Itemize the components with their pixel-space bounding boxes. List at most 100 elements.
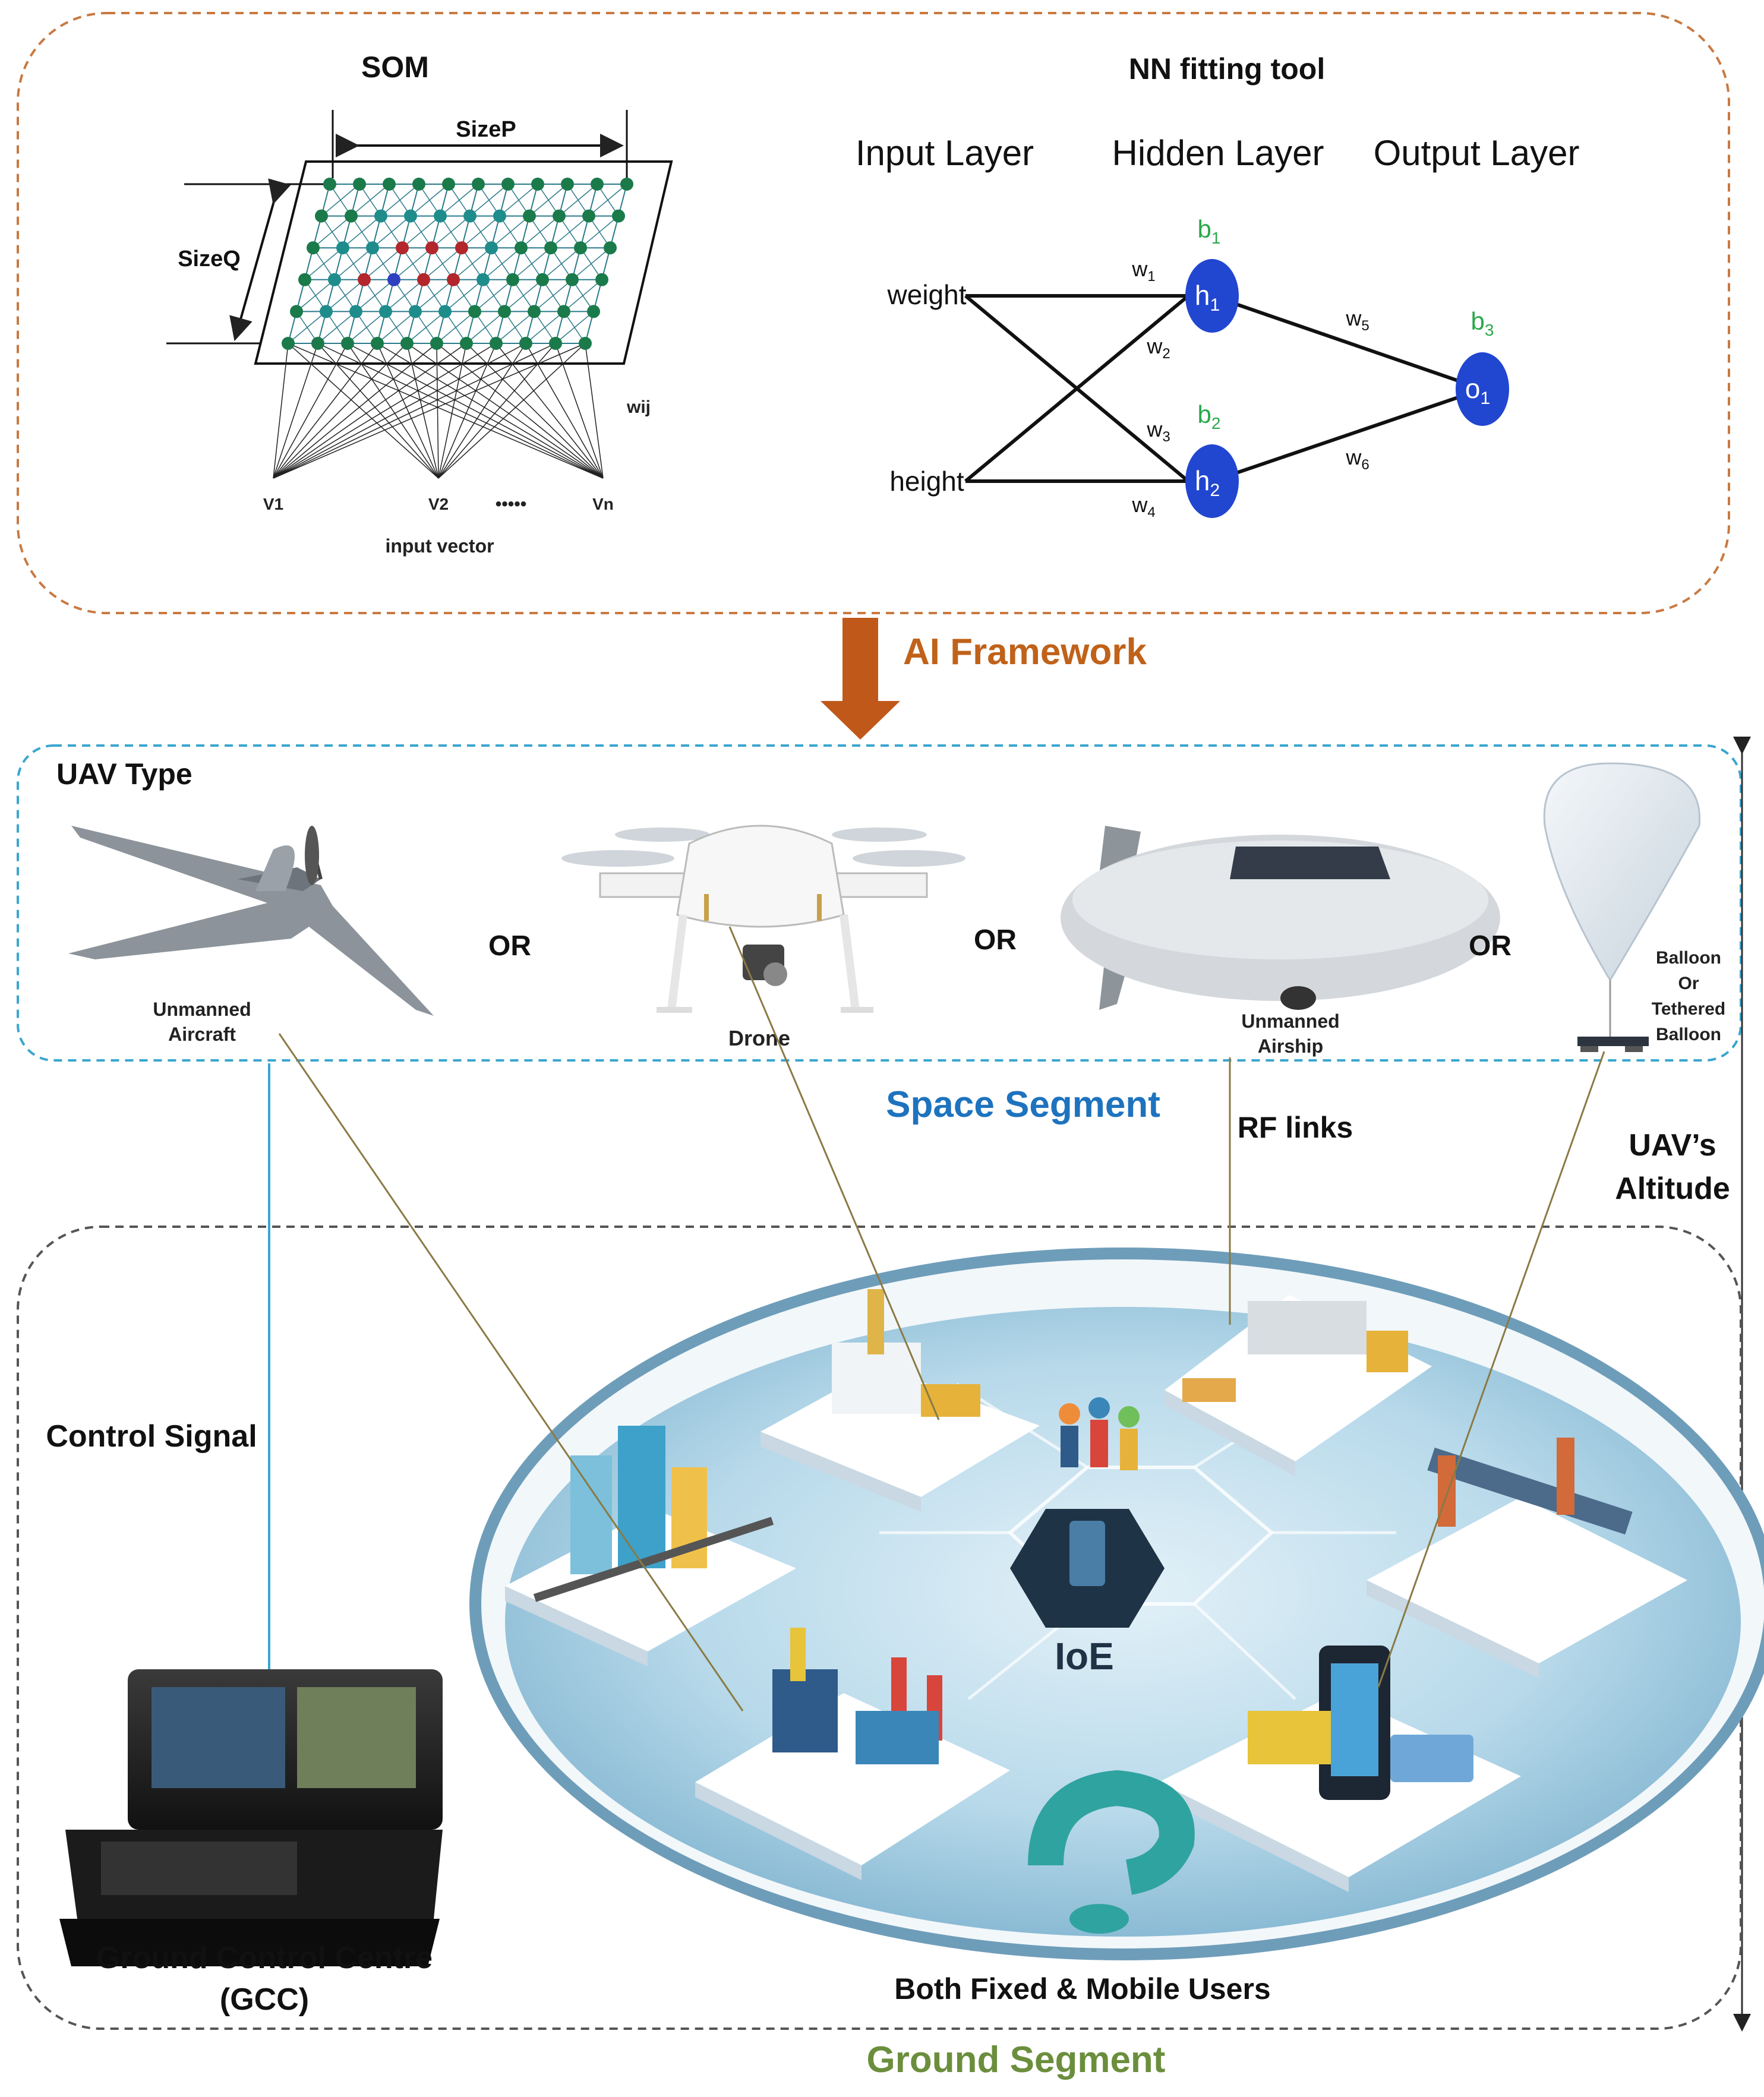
som-link <box>438 343 586 479</box>
nn-b1-sub: 1 <box>1211 229 1221 247</box>
nn-input-layer-label: Input Layer <box>856 133 1034 173</box>
som-link <box>534 279 573 312</box>
space-segment-label: Space Segment <box>886 1084 1160 1125</box>
som-link <box>512 247 551 280</box>
tile-industry <box>695 1628 1010 1880</box>
som-node <box>438 305 452 318</box>
som-node <box>472 178 485 191</box>
nn-b3-label: b <box>1471 307 1485 335</box>
balloon-label-line4: Balloon <box>1656 1025 1721 1044</box>
som-node <box>587 305 600 318</box>
som-node <box>379 305 392 318</box>
som-link <box>347 311 386 344</box>
som-link <box>273 343 437 479</box>
som-node <box>345 209 358 223</box>
som-link <box>550 216 589 248</box>
ioe-label: IoE <box>1055 1635 1114 1678</box>
nn-w3-sub: 3 <box>1162 429 1170 445</box>
som-link <box>385 279 424 312</box>
som-link <box>288 311 327 344</box>
som-link <box>347 343 604 479</box>
som-link <box>313 216 352 248</box>
som-node <box>336 241 349 255</box>
som-node <box>595 273 608 286</box>
som-link <box>469 184 509 217</box>
som-link <box>444 279 484 312</box>
som-link <box>347 343 439 479</box>
nn-input-height: height <box>889 466 964 497</box>
som-dots: ••••• <box>496 494 527 514</box>
svg-text:b2: b2 <box>1198 400 1221 432</box>
altitude-label-line1: UAV’s <box>1629 1128 1716 1163</box>
svg-text:h1: h1 <box>1195 280 1220 315</box>
ai-framework-frame <box>17 12 1730 614</box>
som-link <box>438 343 497 479</box>
svg-text:w3: w3 <box>1146 417 1170 445</box>
svg-text:w5: w5 <box>1345 306 1369 334</box>
som-node <box>455 241 468 255</box>
som-link <box>525 343 604 479</box>
som-node <box>485 241 498 255</box>
som-link <box>529 184 568 217</box>
som-node <box>566 273 579 286</box>
tile-logistics <box>1165 1295 1432 1476</box>
som-link <box>423 247 462 280</box>
som-node <box>549 337 562 350</box>
som-link <box>558 184 598 217</box>
som-node <box>412 178 425 191</box>
som-node <box>490 337 503 350</box>
size-q-label: SizeQ <box>178 247 241 271</box>
rf-link-aircraft <box>278 1033 744 1711</box>
som-node <box>531 178 544 191</box>
nn-w3-label: w <box>1146 417 1163 441</box>
som-link <box>572 247 611 280</box>
som-link <box>273 343 408 479</box>
som-link <box>415 279 454 312</box>
som-v1-label: V1 <box>263 495 283 513</box>
som-link <box>499 184 538 217</box>
som-link <box>438 343 526 479</box>
som-link <box>436 343 439 479</box>
svg-text:w6: w6 <box>1345 445 1369 473</box>
nn-h1-sub: 1 <box>1210 295 1220 315</box>
som-link <box>588 184 627 217</box>
som-node <box>463 209 476 223</box>
drone-image <box>561 825 965 1013</box>
som-vn-label: Vn <box>592 495 614 513</box>
nn-w4-sub: 4 <box>1147 504 1155 520</box>
som-node <box>290 305 303 318</box>
som-link <box>326 279 365 312</box>
som-link <box>542 247 581 280</box>
som-link <box>436 311 475 344</box>
som-node <box>315 209 328 223</box>
nn-input-weight: weight <box>887 279 967 310</box>
som-node <box>501 178 515 191</box>
som-link <box>474 279 513 312</box>
ai-framework-label: AI Framework <box>903 631 1147 672</box>
som-node <box>476 273 490 286</box>
people-crowd <box>1059 1397 1140 1470</box>
nn-w2-label: w <box>1146 334 1163 358</box>
nn-b3-sub: 3 <box>1485 321 1494 339</box>
uav-type-label: UAV Type <box>56 757 193 791</box>
nn-neuron-h1 <box>1185 259 1239 333</box>
som-link <box>296 279 335 312</box>
nn-output-layer-label: Output Layer <box>1374 133 1580 173</box>
som-node <box>442 178 455 191</box>
som-node <box>417 273 430 286</box>
som-link <box>364 247 403 280</box>
nn-w4-label: w <box>1131 492 1148 517</box>
som-link <box>496 311 535 344</box>
som-link <box>555 311 594 344</box>
nn-b2-label: b <box>1198 400 1211 428</box>
ai-framework-arrow <box>821 618 900 740</box>
tile-mobile <box>1159 1646 1521 1892</box>
som-link <box>410 184 449 217</box>
som-node <box>561 178 574 191</box>
svg-text:h2: h2 <box>1195 465 1220 500</box>
som-link <box>555 343 604 479</box>
som-link <box>436 343 604 479</box>
som-node <box>409 305 422 318</box>
nn-w1-label: w <box>1131 257 1148 281</box>
